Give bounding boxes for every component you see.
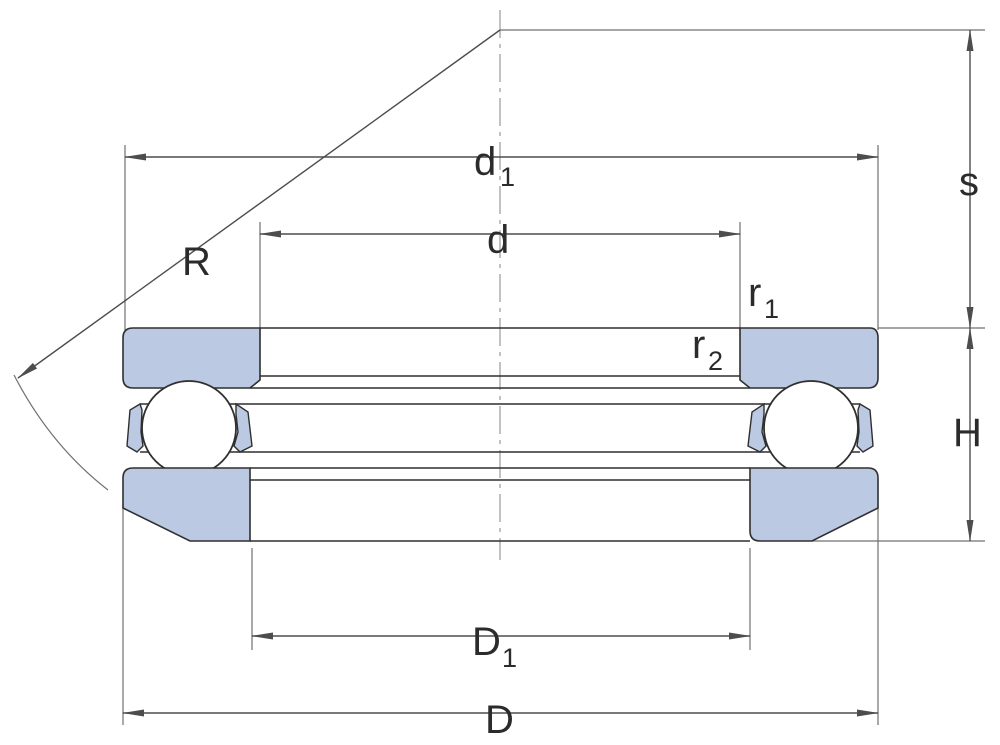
label-r2-main: r (692, 323, 705, 367)
label-d: d (487, 218, 509, 262)
ball-left (141, 380, 237, 476)
ball-right (763, 380, 859, 476)
label-radius: R (182, 240, 211, 284)
housing-washer (122, 467, 879, 542)
ball-cage (126, 402, 874, 453)
label-r1-main: r (748, 271, 761, 315)
label-h: H (953, 411, 982, 455)
label-r2-sub: 2 (708, 346, 723, 376)
radius-arc (13, 374, 109, 491)
label-r1-sub: 1 (764, 294, 779, 324)
label-d1-main: d (474, 140, 496, 184)
label-s: s (959, 160, 979, 204)
radius-line (17, 29, 501, 379)
label-d1-outer-main: D (472, 620, 501, 664)
label-d-outer: D (485, 698, 514, 742)
shaft-washer (122, 327, 879, 389)
label-d1-outer-sub: 1 (502, 643, 517, 673)
extension-lines (122, 29, 985, 725)
label-d1-sub: 1 (500, 162, 515, 192)
